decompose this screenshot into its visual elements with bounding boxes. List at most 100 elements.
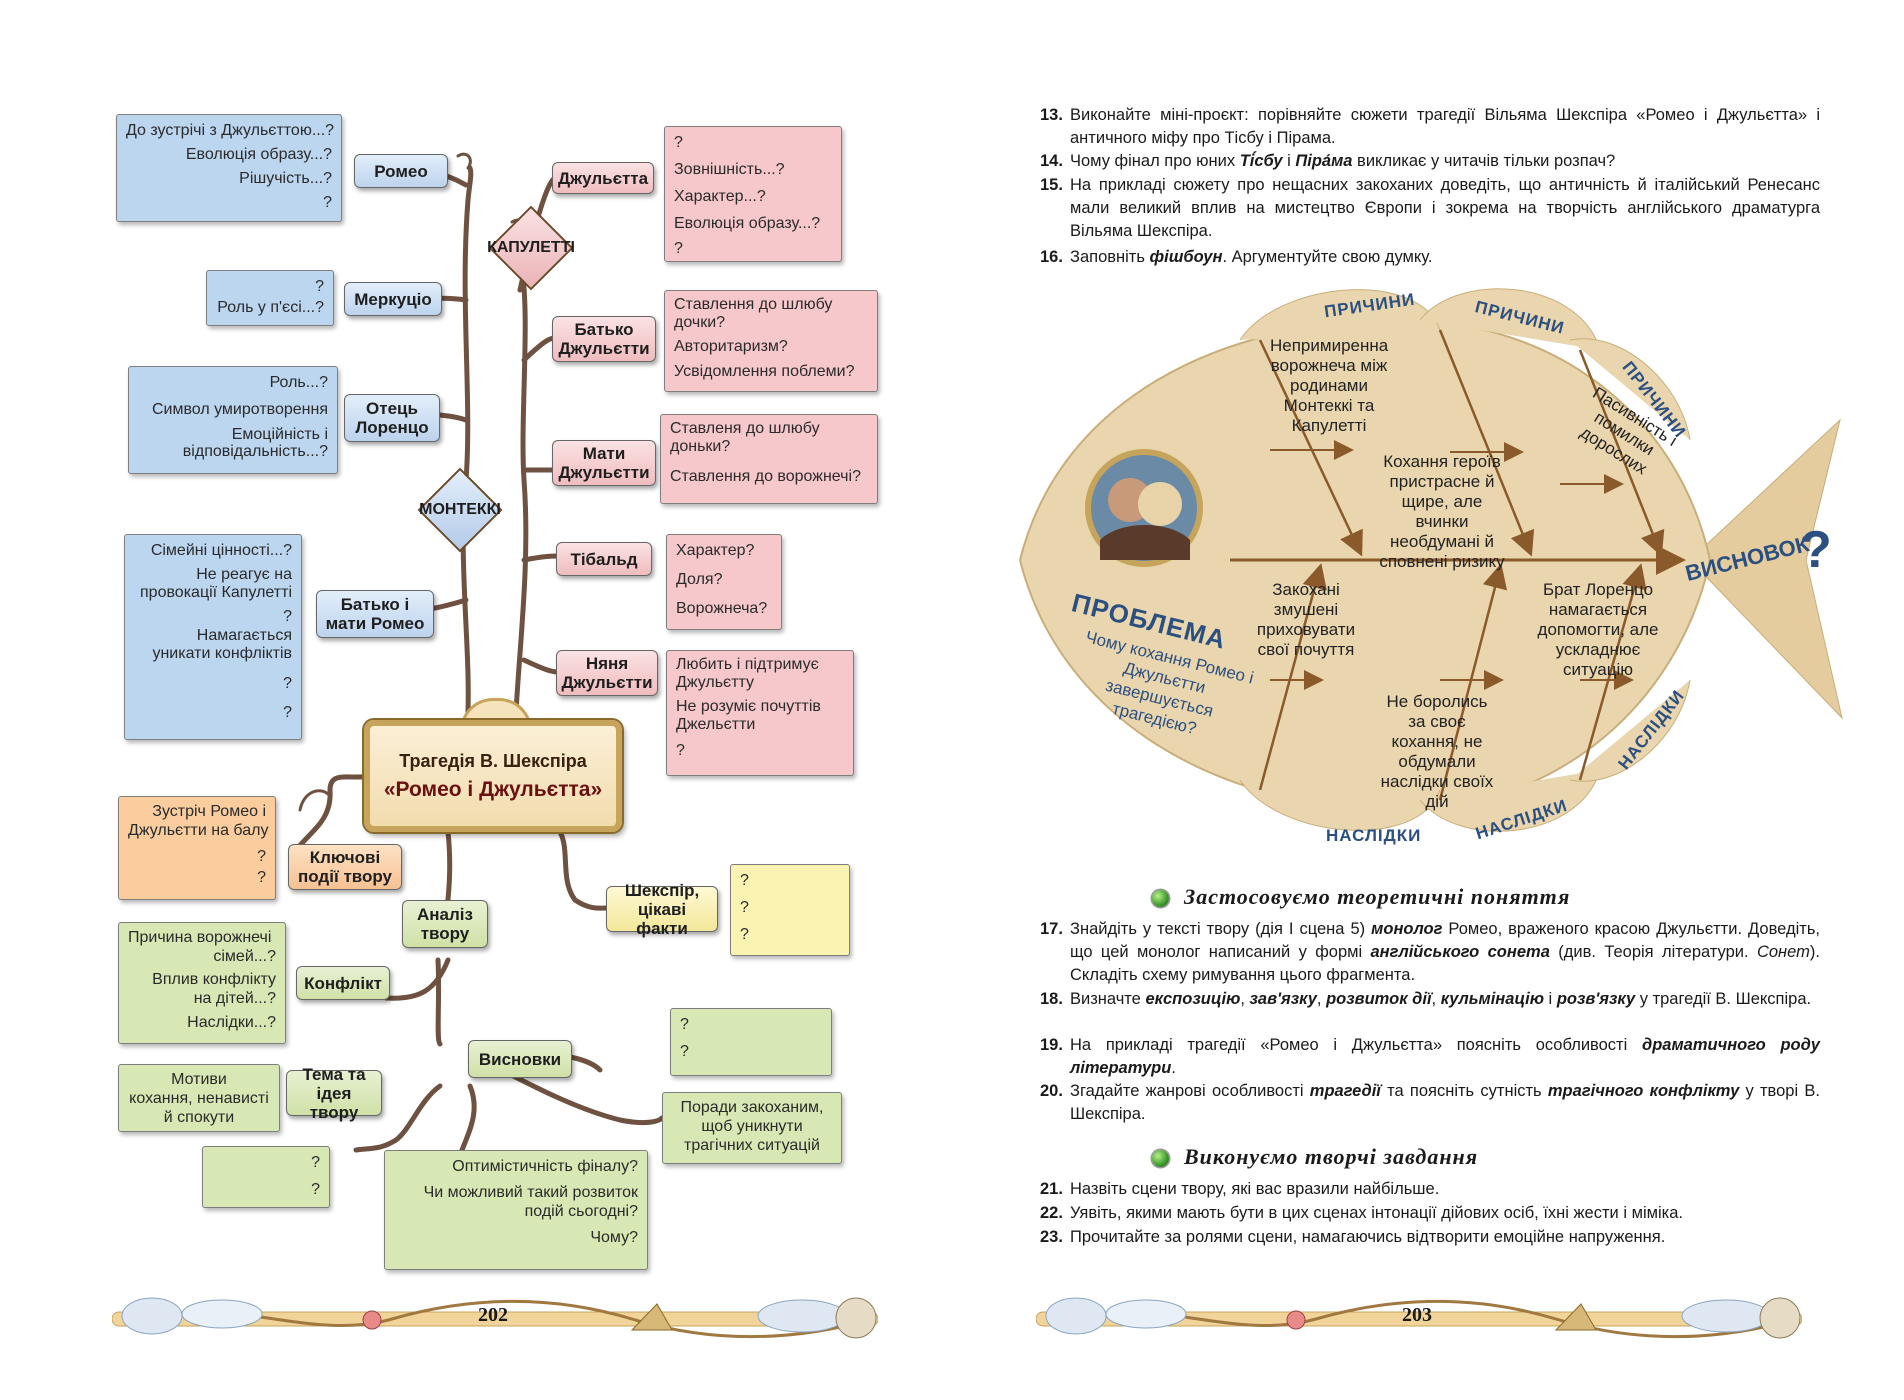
nurse-q1: Любить і підтримує [676, 656, 819, 673]
node-lorenzo-label: Отець Лоренцо [355, 399, 429, 437]
montekki-diamond: МОНТЕККІ [402, 460, 518, 560]
node-nurse[interactable]: Няня Джульєтти [556, 650, 658, 696]
q18-p1: експозицію [1145, 990, 1241, 1008]
q20-p2: та поясніть сутність [1380, 1082, 1548, 1100]
q17-p3: англійського сонета [1370, 943, 1550, 961]
theme-l3: й спокути [163, 1109, 235, 1126]
shakespeare-box: ? ? ? [730, 864, 850, 956]
jf-q2: дочки? [674, 314, 726, 331]
concl-q2: ? [680, 1043, 689, 1060]
q14-c: і [1282, 152, 1296, 170]
rp-q7: ? [283, 675, 292, 692]
node-analysis[interactable]: Аналіз твору [402, 900, 488, 948]
node-juliet-mother[interactable]: Мати Джульєтти [552, 440, 656, 486]
rp-q6: уникати конфліктів [152, 645, 292, 662]
node-conflict[interactable]: Конфлікт [296, 966, 390, 1000]
rp-q5: Намагається [196, 627, 292, 644]
juliet-q2: Зовнішність...? [674, 161, 785, 178]
q18-p9: розв'язку [1556, 990, 1636, 1008]
tybalt-q2: Доля? [676, 571, 723, 588]
romeo-q2: Еволюція образу...? [185, 146, 332, 163]
sh-q1: ? [740, 872, 749, 889]
left-footer-art [111, 1297, 879, 1339]
key-events-box: Зустріч Ромео і Джульєтти на балу ? ? [118, 796, 276, 900]
merkutsio-questions-box: ? Роль у п'єсі...? [206, 270, 334, 326]
tybalt-questions-box: Характер? Доля? Ворожнеча? [666, 534, 782, 630]
q17-p6: ). Складіть схему римування цього фрагме… [1070, 943, 1820, 984]
node-tybalt[interactable]: Тібальд [556, 542, 652, 576]
fishbone-diagram [1018, 288, 1843, 832]
final-q3: подій сьогодні? [524, 1203, 638, 1220]
lorenzo-questions-box: Роль...? Символ умиротворення Емоційніст… [128, 366, 338, 474]
q16-text: Заповніть фішбоун. Аргументуйте свою дум… [1040, 246, 1820, 269]
node-conclusions-label: Висновки [478, 1049, 562, 1069]
q18-p0: Визначте [1070, 990, 1146, 1008]
conflict-q4: на дітей...? [193, 990, 276, 1007]
node-romeo-parents[interactable]: Батько і мати Ромео [316, 590, 434, 638]
rp-q8: ? [283, 704, 292, 721]
q20-text: Згадайте жанрові особливості трагедії та… [1040, 1080, 1820, 1126]
node-romeo-parents-label: Батько і мати Ромео [325, 595, 425, 633]
q22-number: 22. [1040, 1204, 1063, 1222]
ke-q4: ? [257, 869, 266, 886]
montekki-label: МОНТЕККІ [419, 501, 501, 518]
sh-q3: ? [740, 926, 749, 943]
question-19: 19. На прикладі трагедії «Ромео і Джульє… [1040, 1034, 1820, 1080]
romeo-questions-box: До зустрічі з Джульєттою...? Еволюція об… [116, 114, 342, 222]
node-juliet[interactable]: Джульєтта [552, 162, 654, 194]
mindmap-title: Трагедія В. Шекспіра «Ромео і Джульєтта» [364, 720, 622, 832]
q14-d: Піра́ма [1295, 152, 1353, 170]
jm-q3: Ставлення до ворожнечі? [670, 468, 861, 485]
rp-q1: Сімейні цінності...? [150, 542, 292, 559]
node-theme[interactable]: Тема та ідея твору [286, 1065, 382, 1122]
title-line1: Трагедія В. Шекспіра [399, 750, 587, 771]
q18-p5: розвиток дії [1326, 990, 1432, 1008]
nurse-questions-box: Любить і підтримує Джульєтту Не розуміє … [666, 650, 854, 776]
q18-number: 18. [1040, 990, 1063, 1008]
q17-p1: монолог [1371, 920, 1443, 938]
juliet-q3: Характер...? [674, 188, 766, 205]
question-14: 14. Чому фінал про юних Ті́сбу і Піра́ма… [1040, 150, 1820, 173]
node-shakespeare[interactable]: Шекспір, цікаві факти [606, 881, 718, 938]
nurse-q4: Джельєтти [676, 716, 756, 733]
node-merkutsio[interactable]: Меркуціо [344, 282, 442, 316]
q16-b: фішбоун [1149, 248, 1223, 266]
node-key-events[interactable]: Ключові події твору [288, 844, 402, 890]
q23-number: 23. [1040, 1228, 1063, 1246]
node-nurse-label: Няня Джульєтти [561, 654, 653, 692]
node-romeo[interactable]: Ромео [354, 154, 448, 188]
right-footer-ornament [1035, 1290, 1803, 1350]
q18-p6: , [1431, 990, 1441, 1008]
rp-q2: Не реагує на [196, 566, 292, 583]
merkutsio-q2: Роль у п'єсі...? [217, 299, 324, 316]
q20-p0: Згадайте жанрові особливості [1070, 1082, 1310, 1100]
advice-l2: щоб уникнути [701, 1118, 803, 1135]
title-line2: «Ромео і Джульєтта» [383, 777, 603, 801]
nurse-q5: ? [676, 742, 685, 759]
fish-text-6: Брат Лоренцо намагається допомогти, але … [1537, 580, 1659, 679]
section2-bullet-icon [1152, 1150, 1169, 1167]
q16-number: 16. [1040, 248, 1063, 266]
q20-p1: трагедії [1309, 1082, 1381, 1100]
q19-p2: . [1171, 1059, 1176, 1077]
q20-p3: трагічного конфлікту [1547, 1082, 1740, 1100]
q18-p10: у трагедії В. Шекспіра. [1635, 990, 1812, 1008]
q19-text: На прикладі трагедії «Ромео і Джульєтта»… [1040, 1034, 1820, 1080]
node-key-events-label: Ключові події твору [298, 848, 392, 886]
advice-box: Поради закоханим, щоб уникнути трагічних… [662, 1092, 842, 1164]
node-lorenzo[interactable]: Отець Лоренцо [344, 394, 440, 442]
romeo-q3: Рішучість...? [239, 170, 332, 187]
node-juliet-father[interactable]: Батько Джульєтти [552, 316, 656, 362]
question-23: 23. Прочитайте за ролями сцени, намагаюч… [1040, 1226, 1820, 1249]
consequences-label-1: НАСЛІДКИ [1326, 826, 1422, 845]
node-conclusions[interactable]: Висновки [468, 1040, 572, 1078]
conflict-q3: Вплив конфлікту [152, 971, 276, 988]
tybalt-q1: Характер? [676, 542, 755, 559]
q18-p3: зав'язку [1249, 990, 1317, 1008]
q16-a: Заповніть [1070, 248, 1150, 266]
jf-q1: Ставлення до шлюбу [674, 296, 833, 313]
node-juliet-label: Джульєтта [557, 168, 649, 188]
concl-q1: ? [680, 1016, 689, 1033]
theme-q-box: ? ? [202, 1146, 330, 1208]
mindmap-branches [293, 152, 665, 1153]
